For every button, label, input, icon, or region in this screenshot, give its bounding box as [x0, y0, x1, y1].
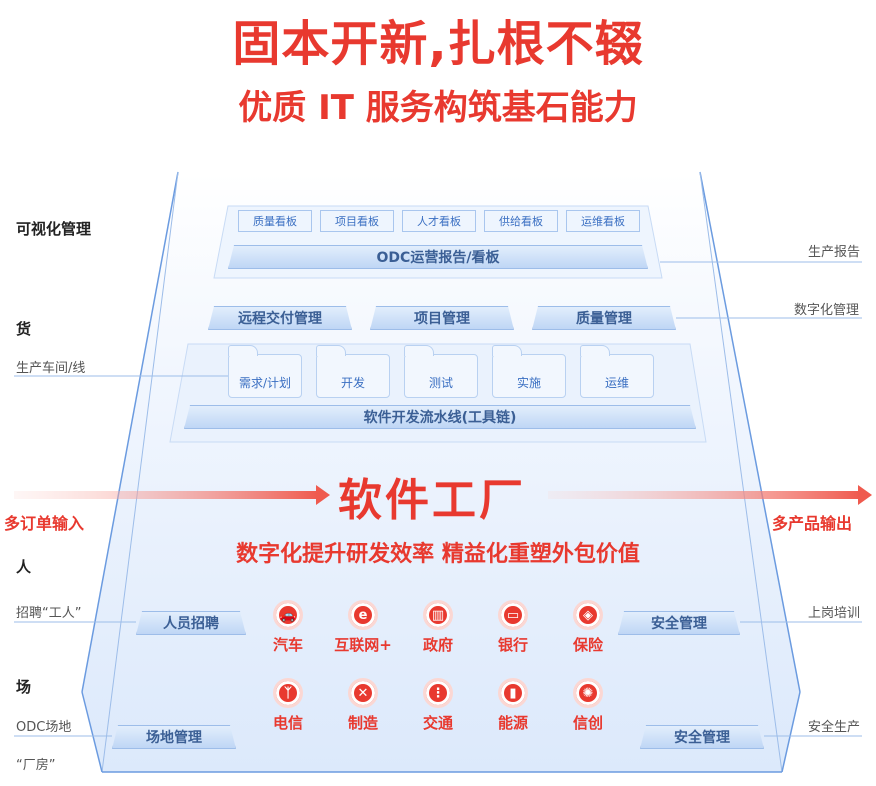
lightbulb-icon: ✺ [573, 678, 603, 708]
label-training: 上岗培训 [808, 606, 861, 621]
label-goods: 货 [16, 320, 32, 338]
label-people: 人 [16, 558, 32, 576]
government-icon: ▥ [423, 600, 453, 630]
label-odc-site: ODC场地 [16, 720, 72, 735]
dashboard-supply: 供给看板 [484, 210, 558, 232]
shield-icon: ◈ [573, 600, 603, 630]
industry-manufacturing: ✕制造 [327, 678, 399, 733]
output-label: 多产品输出 [772, 514, 853, 533]
recruit-bar: 人员招聘 [136, 611, 246, 635]
subtitle: 优质 IT 服务构筑基石能力 [238, 88, 638, 128]
car-icon: 🚗 [273, 600, 303, 630]
tools-icon: ✕ [348, 678, 378, 708]
bank-card-icon: ▭ [498, 600, 528, 630]
label-safety-production: 安全生产 [808, 720, 861, 735]
label-workshop: 生产车间/线 [16, 361, 86, 376]
industry-auto: 🚗汽车 [252, 600, 324, 655]
label-report: 生产报告 [808, 245, 861, 260]
signal-tower-icon: ᛉ [273, 678, 303, 708]
label-visual-mgmt: 可视化管理 [16, 220, 92, 238]
folder-requirements: 需求/计划 [228, 345, 302, 398]
folder-test: 测试 [404, 345, 478, 398]
label-site: 场 [16, 678, 32, 696]
dashboard-quality: 质量看板 [238, 210, 312, 232]
center-title: 软件工厂 [338, 475, 526, 526]
input-arrow [14, 491, 318, 499]
industry-bank: ▭银行 [477, 600, 549, 655]
industry-insurance: ◈保险 [552, 600, 624, 655]
folder-implement: 实施 [492, 345, 566, 398]
label-digital-mgmt: 数字化管理 [794, 303, 860, 318]
odc-report-bar: ODC运营报告/看板 [228, 245, 648, 269]
industry-transport: ⋮交通 [402, 678, 474, 733]
folder-operations: 运维 [580, 345, 654, 398]
folder-develop: 开发 [316, 345, 390, 398]
slogan: 数字化提升研发效率 精益化重塑外包价值 [236, 542, 640, 567]
dashboard-project: 项目看板 [320, 210, 394, 232]
label-recruit: 招聘“工人” [16, 606, 82, 621]
label-factory: “厂房” [16, 758, 56, 773]
internet-icon: e [348, 600, 378, 630]
safety-bar-1: 安全管理 [618, 611, 740, 635]
quality-mgmt-bar: 质量管理 [532, 306, 676, 330]
industry-energy: ▮能源 [477, 678, 549, 733]
main-title: 固本开新,扎根不辍 [232, 16, 644, 72]
output-arrow [548, 491, 860, 499]
industry-government: ▥政府 [402, 600, 474, 655]
dashboard-talent: 人才看板 [402, 210, 476, 232]
safety-bar-2: 安全管理 [640, 725, 764, 749]
project-mgmt-bar: 项目管理 [370, 306, 514, 330]
industry-xinchuang: ✺信创 [552, 678, 624, 733]
input-label: 多订单输入 [4, 514, 85, 533]
remote-delivery-bar: 远程交付管理 [208, 306, 352, 330]
site-bar: 场地管理 [112, 725, 236, 749]
dashboard-ops: 运维看板 [566, 210, 640, 232]
traffic-light-icon: ⋮ [423, 678, 453, 708]
battery-icon: ▮ [498, 678, 528, 708]
pipeline-bar: 软件开发流水线(工具链) [184, 405, 696, 429]
